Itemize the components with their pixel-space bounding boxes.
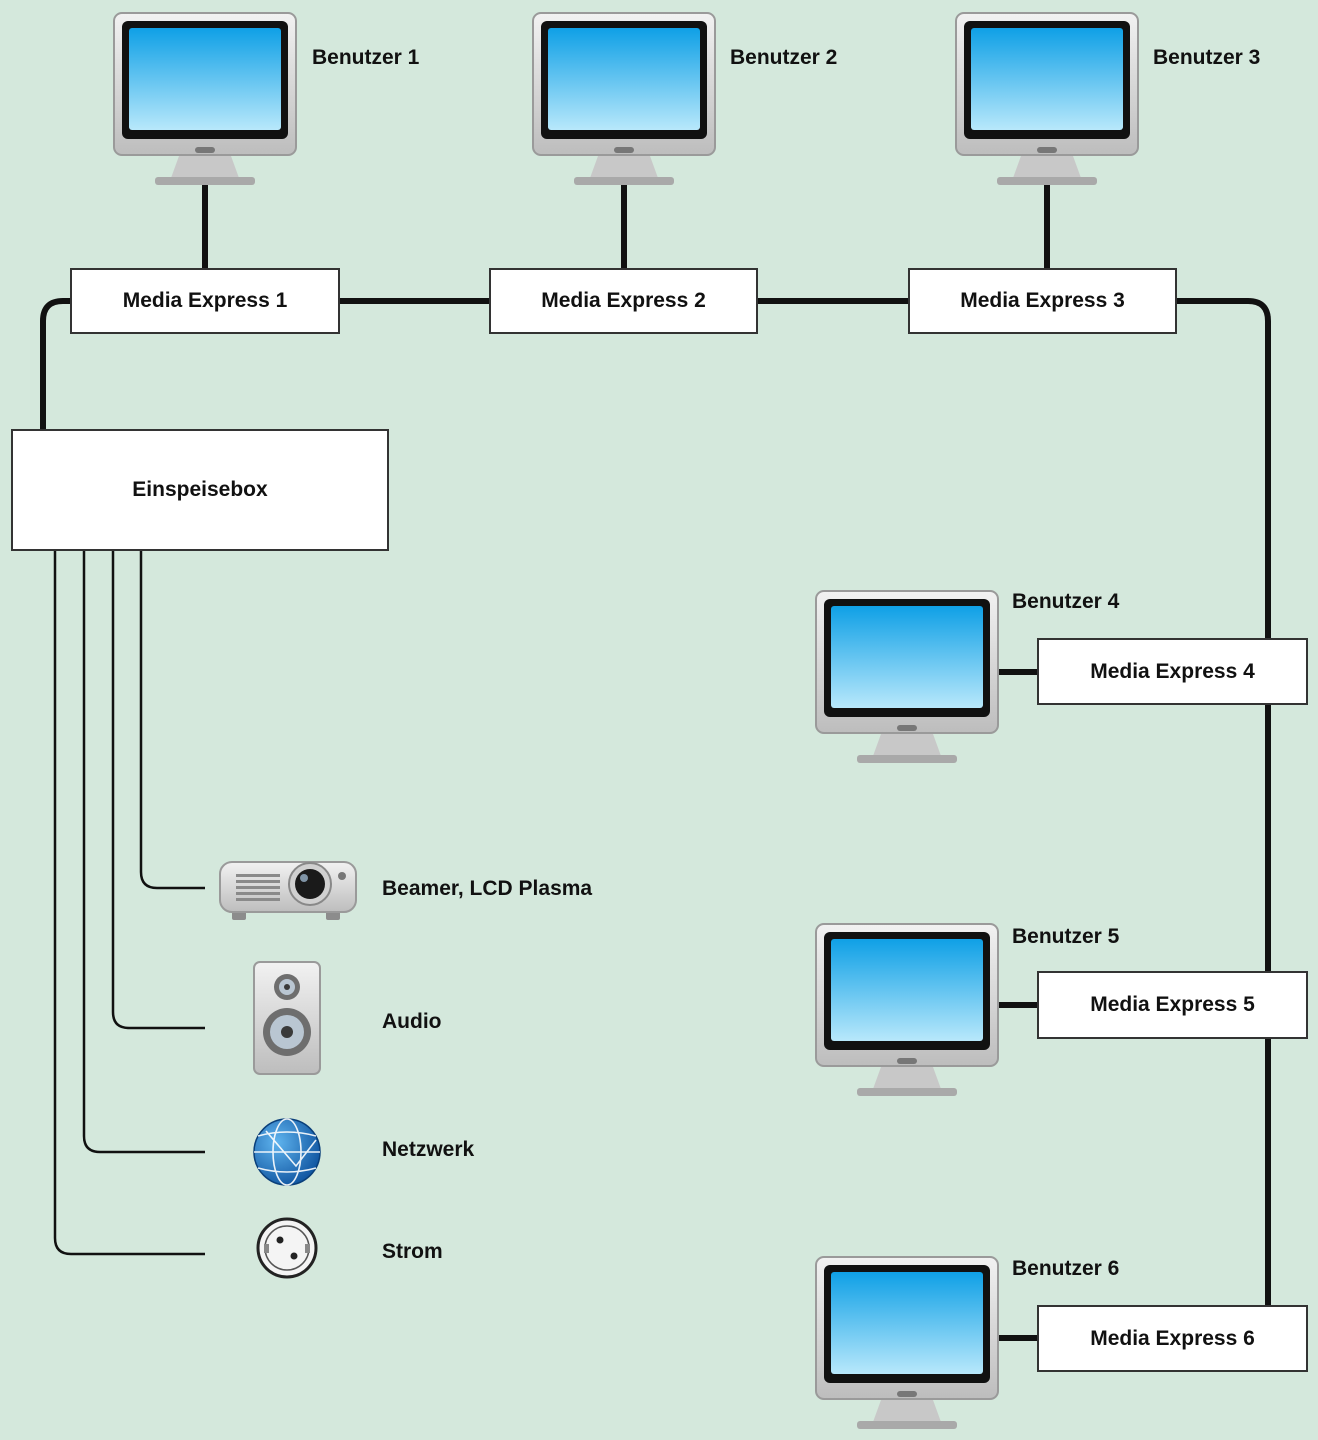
feed-box: Einspeisebox	[11, 429, 389, 551]
network-label: Netzwerk	[382, 1138, 475, 1161]
user-1-label: Benutzer 1	[312, 46, 420, 69]
user-6-label: Benutzer 6	[1012, 1257, 1120, 1280]
media-express-6-label: Media Express 6	[1090, 1326, 1255, 1350]
media-express-5-box: Media Express 5	[1037, 971, 1308, 1039]
main-cables	[40, 185, 1271, 1341]
audio-label: Audio	[382, 1010, 442, 1033]
user-3-label: Benutzer 3	[1153, 46, 1261, 69]
user-4-label: Benutzer 4	[1012, 590, 1120, 613]
computer-6-monitor-icon	[815, 1256, 999, 1430]
beamer-label: Beamer, LCD Plasma	[382, 877, 593, 900]
feed-box-label: Einspeisebox	[132, 478, 268, 501]
computer-3-monitor-icon	[955, 12, 1139, 186]
computer-5-monitor-icon	[815, 923, 999, 1097]
speaker-icon	[253, 961, 321, 1075]
media-express-1-label: Media Express 1	[122, 289, 288, 312]
computer-2-monitor-icon	[532, 12, 716, 186]
media-express-3-label: Media Express 3	[960, 289, 1125, 312]
media-express-5-label: Media Express 5	[1090, 993, 1255, 1016]
computer-4-monitor-icon	[815, 590, 999, 764]
media-express-1-box: Media Express 1	[70, 268, 340, 334]
globe-icon	[253, 1118, 321, 1186]
media-express-2-label: Media Express 2	[541, 289, 706, 312]
media-express-3-box: Media Express 3	[908, 268, 1177, 334]
power-socket-icon	[256, 1217, 318, 1279]
computer-1-monitor-icon	[113, 12, 297, 186]
user-5-label: Benutzer 5	[1012, 925, 1120, 948]
media-express-2-box: Media Express 2	[489, 268, 758, 334]
media-express-4-label: Media Express 4	[1090, 659, 1255, 683]
media-express-6-box: Media Express 6	[1037, 1305, 1308, 1372]
user-2-label: Benutzer 2	[730, 46, 838, 69]
media-express-4-box: Media Express 4	[1037, 638, 1308, 705]
projector-icon	[219, 861, 357, 920]
power-label: Strom	[382, 1240, 443, 1263]
device-cables	[53, 551, 205, 1256]
